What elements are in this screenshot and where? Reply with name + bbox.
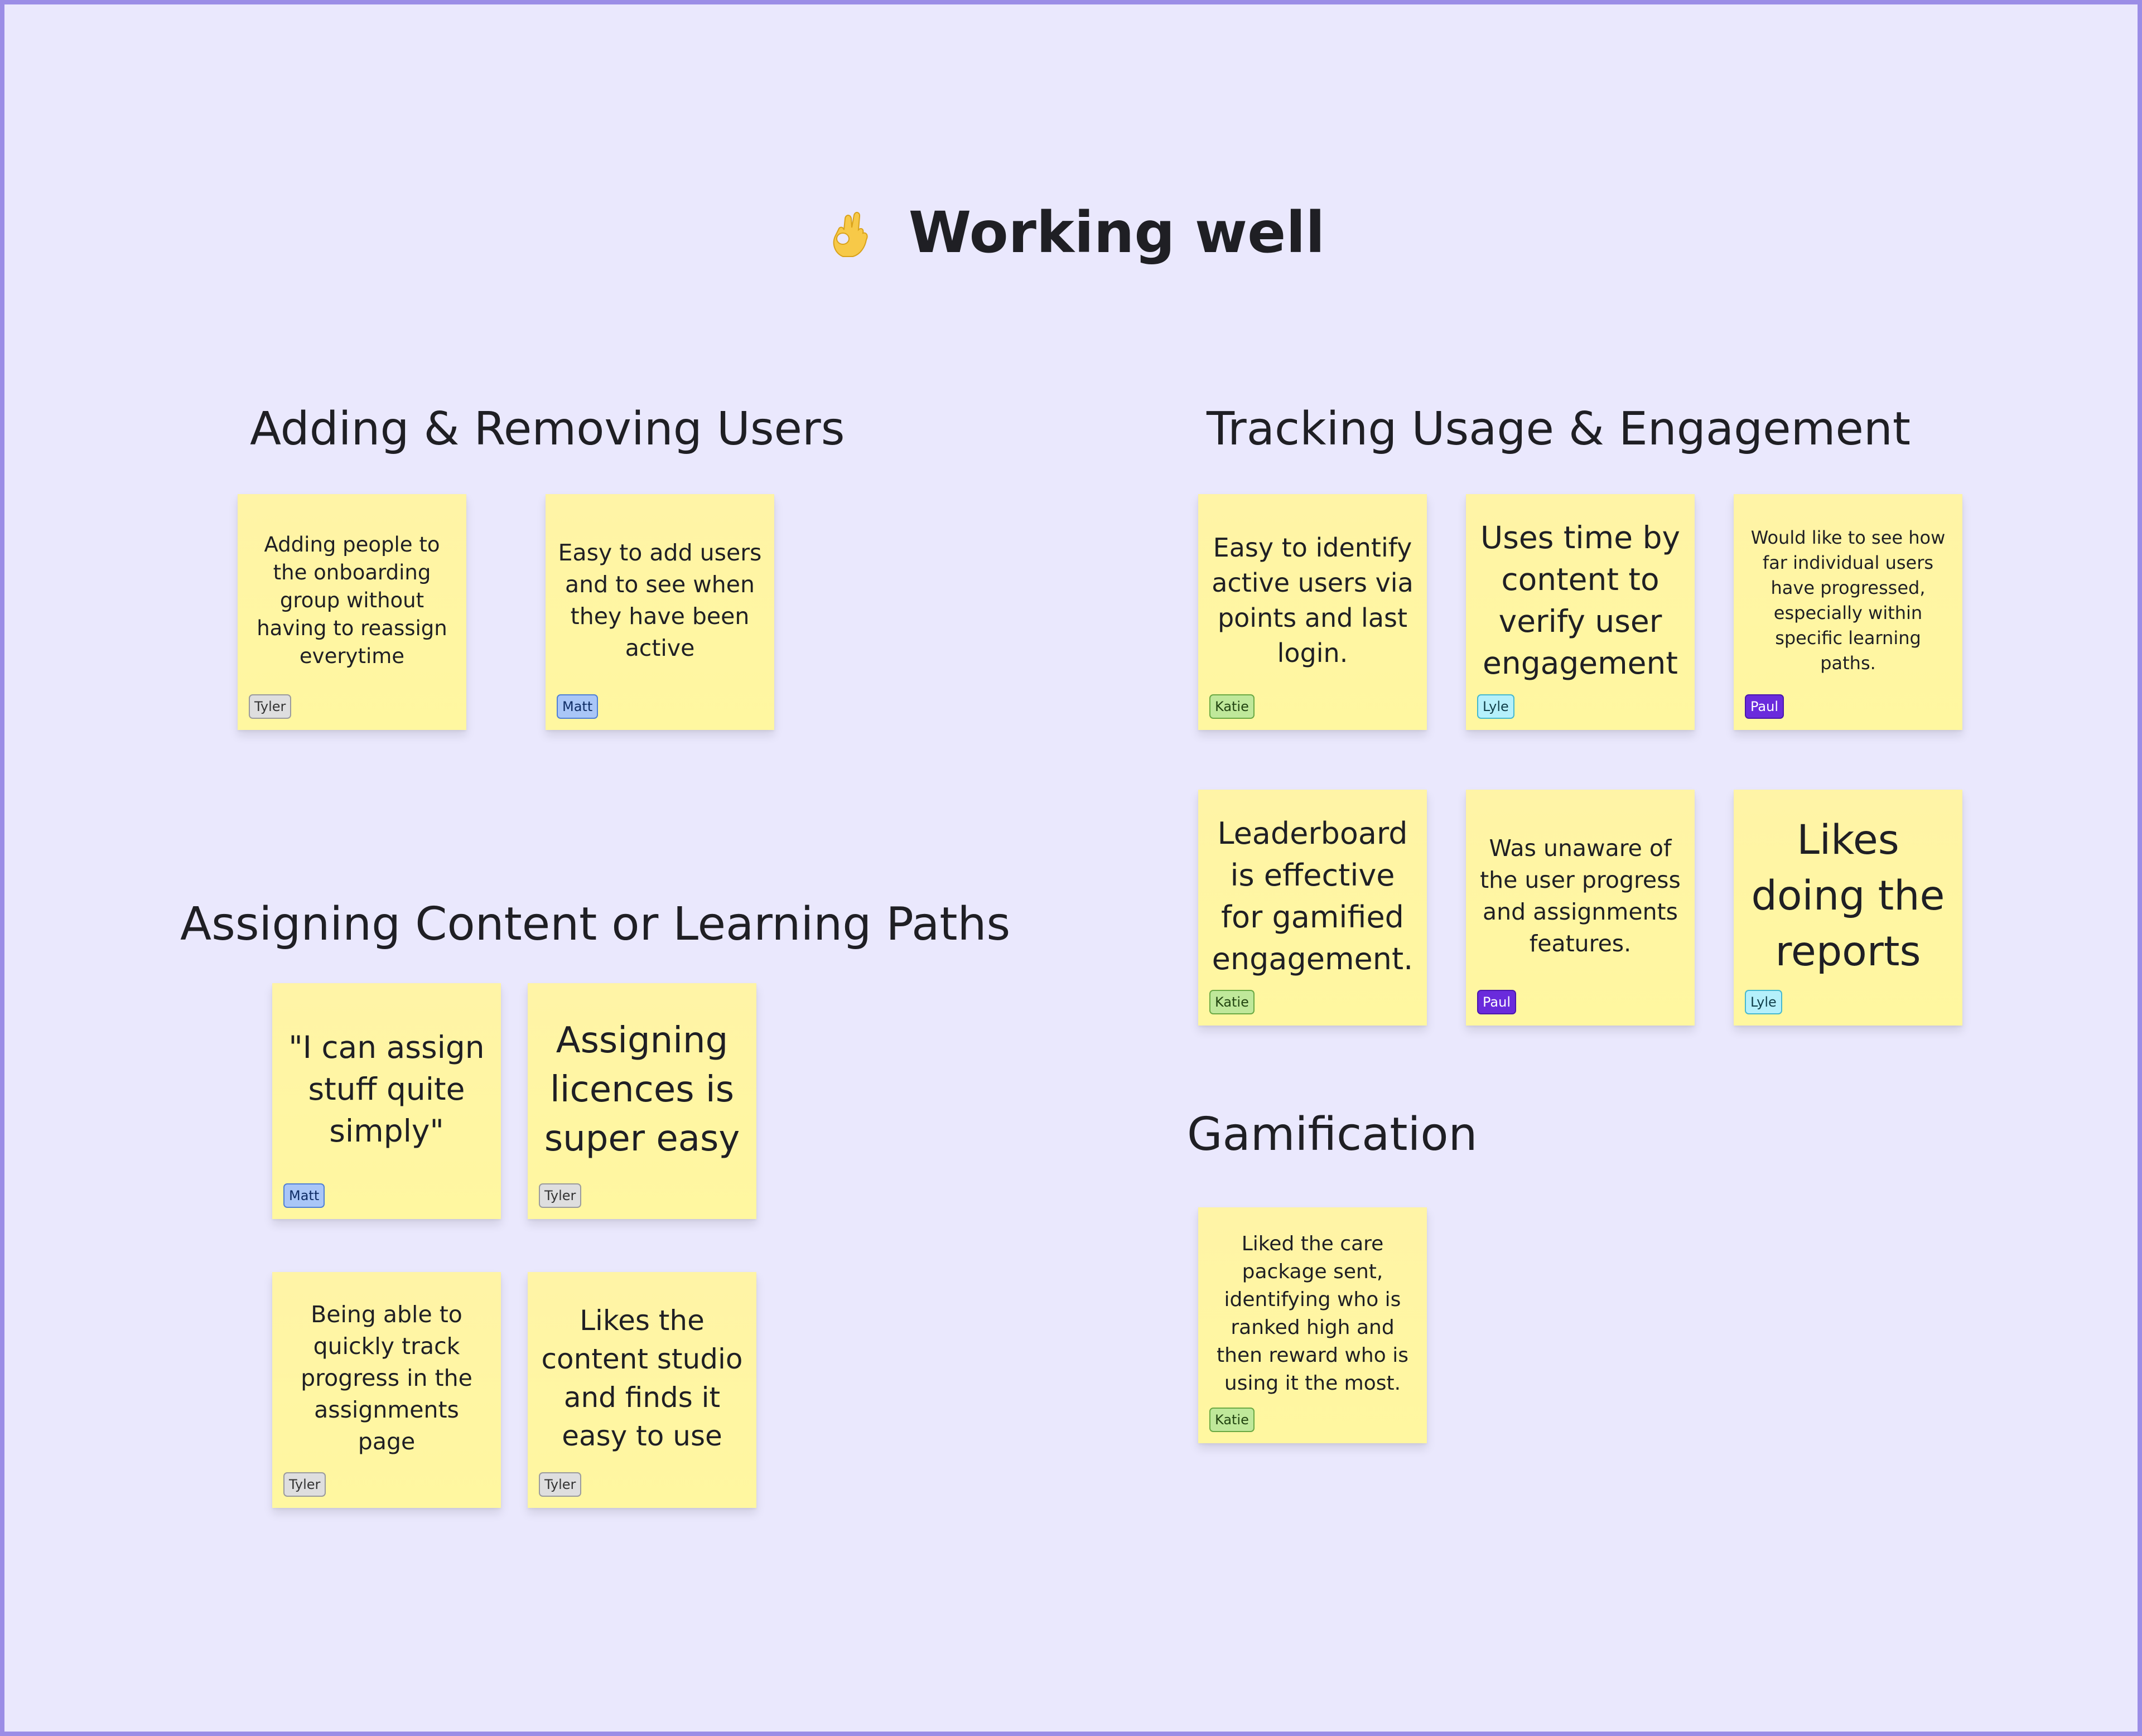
sticky-note-text: Easy to add users and to see when they h… — [558, 539, 762, 661]
author-tag: Tyler — [539, 1472, 582, 1497]
sticky-note-text: Liked the care package sent, identifying… — [1217, 1232, 1408, 1395]
sticky-note-text: Being able to quickly track progress in … — [301, 1301, 472, 1455]
author-tag: Paul — [1745, 694, 1784, 719]
author-tag: Katie — [1209, 694, 1255, 719]
sticky-note-text: Assigning licences is super easy — [544, 1019, 740, 1159]
board-title-text: Working well — [908, 200, 1325, 266]
sticky-note-text: Easy to identify active users via points… — [1212, 532, 1413, 668]
author-tag: Paul — [1477, 990, 1516, 1014]
author-tag: Matt — [557, 694, 599, 719]
sticky-note[interactable]: Leaderboard is effective for gamified en… — [1198, 790, 1427, 1026]
board-title[interactable]: Working well — [4, 200, 2142, 267]
sticky-note[interactable]: Would like to see how far individual use… — [1734, 494, 1962, 730]
sticky-note[interactable]: Uses time by content to verify user enga… — [1466, 494, 1695, 730]
sticky-note-text: Likes doing the reports — [1751, 816, 1945, 975]
author-tag: Tyler — [283, 1472, 326, 1497]
sticky-note[interactable]: Easy to identify active users via points… — [1198, 494, 1427, 730]
sticky-note[interactable]: "I can assign stuff quite simply" Matt — [272, 983, 501, 1219]
sticky-note[interactable]: Likes doing the reports Lyle — [1734, 790, 1962, 1026]
author-tag: Lyle — [1745, 990, 1782, 1014]
author-tag: Lyle — [1477, 694, 1514, 719]
sticky-note-text: Was unaware of the user progress and ass… — [1480, 834, 1681, 957]
sticky-note-text: Would like to see how far individual use… — [1750, 526, 1946, 674]
author-tag: Katie — [1209, 990, 1255, 1014]
author-tag: Tyler — [539, 1183, 582, 1208]
author-tag: Katie — [1209, 1408, 1255, 1432]
sticky-note[interactable]: Assigning licences is super easy Tyler — [528, 983, 756, 1219]
section-heading-assigning[interactable]: Assigning Content or Learning Paths — [180, 898, 1011, 951]
sticky-note[interactable]: Being able to quickly track progress in … — [272, 1272, 501, 1508]
section-heading-gamification[interactable]: Gamification — [1187, 1108, 1478, 1161]
sticky-note-text: Likes the content studio and finds it ea… — [541, 1304, 743, 1452]
sticky-note[interactable]: Was unaware of the user progress and ass… — [1466, 790, 1695, 1026]
sticky-note[interactable]: Likes the content studio and finds it ea… — [528, 1272, 756, 1508]
sticky-note-text: Adding people to the onboarding group wi… — [257, 532, 447, 668]
sticky-note[interactable]: Liked the care package sent, identifying… — [1198, 1207, 1427, 1443]
section-heading-tracking[interactable]: Tracking Usage & Engagement — [1207, 403, 1911, 456]
sticky-note-text: Leaderboard is effective for gamified en… — [1212, 815, 1413, 976]
sticky-note-text: Uses time by content to verify user enga… — [1480, 519, 1681, 681]
ok-hand-icon — [826, 206, 877, 258]
sticky-note-text: "I can assign stuff quite simply" — [288, 1029, 485, 1149]
author-tag: Tyler — [249, 694, 292, 719]
section-heading-users[interactable]: Adding & Removing Users — [250, 403, 845, 456]
author-tag: Matt — [283, 1183, 325, 1208]
sticky-note[interactable]: Adding people to the onboarding group wi… — [238, 494, 466, 730]
sticky-note[interactable]: Easy to add users and to see when they h… — [546, 494, 774, 730]
